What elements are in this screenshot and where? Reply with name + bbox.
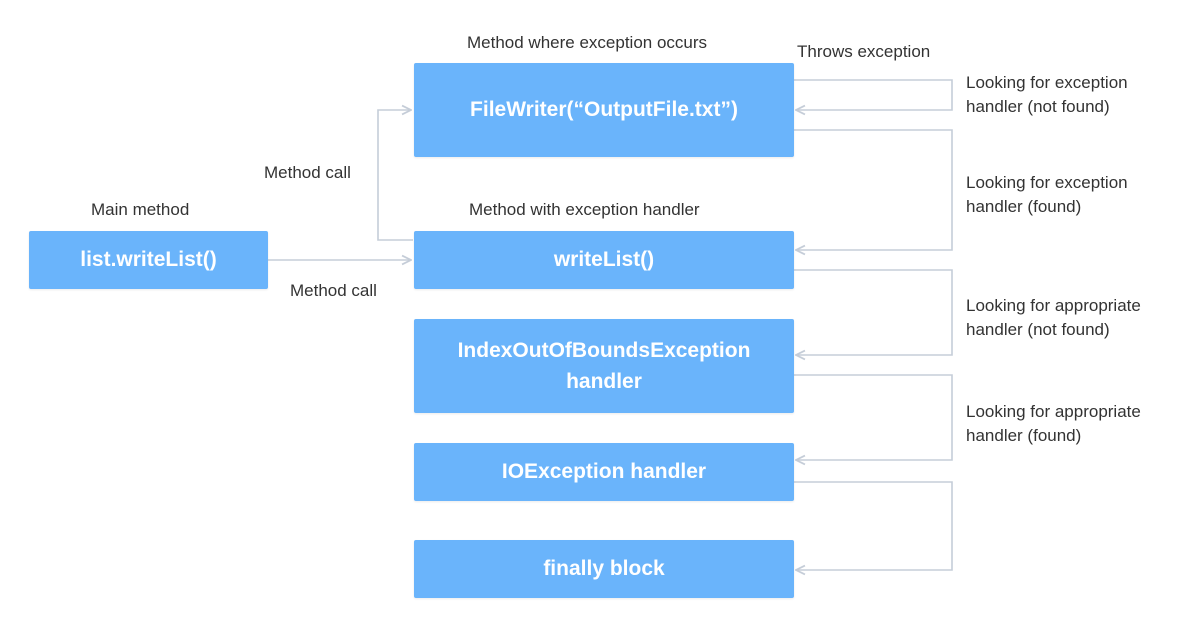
finally-block-label: finally block: [543, 557, 665, 581]
method-with-handler-heading: Method with exception handler: [469, 200, 700, 219]
filewriter-box: FileWriter(“OutputFile.txt”): [414, 63, 794, 157]
finally-block-box: finally block: [414, 540, 794, 598]
looking-4-line2: handler (found): [966, 426, 1082, 445]
writelist-box: writeList(): [414, 231, 794, 289]
looking-2-line2: handler (found): [966, 197, 1082, 216]
looking-4-line1: Looking for appropriate: [966, 402, 1141, 421]
main-method-box: list.writeList(): [29, 231, 268, 289]
throws-exception-arrow: [794, 79, 953, 110]
looking-1-line1: Looking for exception: [966, 73, 1128, 92]
writelist-to-filewriter-arrow: [377, 110, 413, 241]
main-method-heading: Main method: [91, 200, 190, 219]
method-where-exception-heading: Method where exception occurs: [467, 33, 708, 52]
method-call-upper-label: Method call: [264, 163, 351, 182]
writelist-to-index-handler-arrow: [794, 269, 953, 355]
throws-exception-label: Throws exception: [797, 42, 931, 61]
main-method-box-label: list.writeList(): [80, 248, 217, 272]
index-handler-label-line2: handler: [566, 370, 642, 393]
method-call-lower-label: Method call: [290, 281, 377, 300]
looking-appropriate-found-label: Looking for appropriate handler (found): [966, 400, 1141, 448]
looking-3-line1: Looking for appropriate: [966, 296, 1141, 315]
ioexception-handler-label: IOException handler: [501, 460, 707, 484]
ioexception-handler-box: IOException handler: [414, 443, 794, 501]
looking-handler-not-found-label: Looking for exception handler (not found…: [966, 71, 1128, 119]
looking-2-line1: Looking for exception: [966, 173, 1128, 192]
looking-3-line2: handler (not found): [966, 320, 1110, 339]
looking-handler-found-label: Looking for exception handler (found): [966, 171, 1128, 219]
index-handler-label-line1: IndexOutOfBoundsException: [457, 338, 751, 362]
index-to-ioexception-arrow: [794, 374, 953, 460]
looking-1-line2: handler (not found): [966, 97, 1110, 116]
ioexception-to-finally-arrow: [794, 481, 953, 570]
index-out-of-bounds-handler-box: IndexOutOfBoundsException handler: [414, 319, 794, 413]
writelist-box-label: writeList(): [553, 248, 655, 272]
propagate-to-writelist-arrow: [794, 129, 953, 250]
looking-appropriate-not-found-label: Looking for appropriate handler (not fou…: [966, 294, 1141, 342]
filewriter-box-label: FileWriter(“OutputFile.txt”): [470, 98, 738, 122]
